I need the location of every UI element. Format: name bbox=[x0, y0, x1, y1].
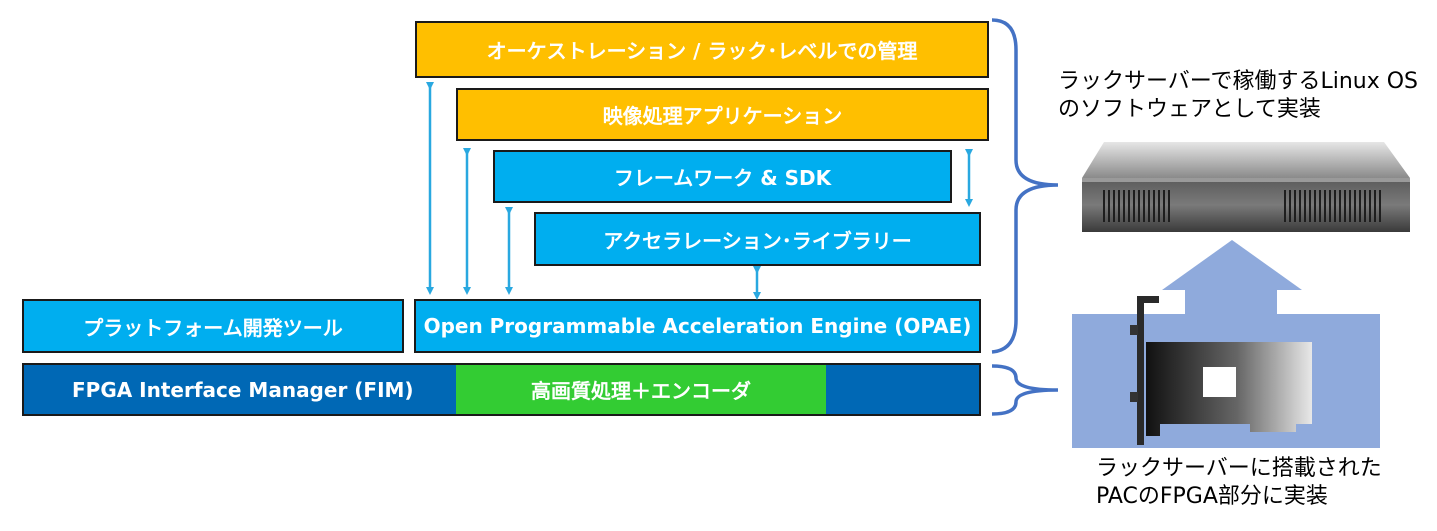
opae-box: Open Programmable Acceleration Engine (O… bbox=[414, 299, 981, 353]
pac-card-icon bbox=[1130, 296, 1312, 445]
platform-tools-label: プラットフォーム開発ツール bbox=[83, 315, 343, 340]
fim-label: FPGA Interface Manager (FIM) bbox=[72, 377, 414, 402]
connector-arrows bbox=[426, 82, 973, 300]
rack-server-icon bbox=[1082, 142, 1410, 232]
fpga-brace bbox=[991, 364, 1059, 416]
server-caption: ラックサーバーで稼働するLinux OS のソフトウェアとして実装 bbox=[1058, 68, 1418, 124]
pac-caption: ラックサーバーに搭載された PACのFPGA部分に実装 bbox=[1096, 455, 1382, 511]
video-app-box: 映像処理アプリケーション bbox=[456, 88, 989, 141]
pac-caption-line1: ラックサーバーに搭載された bbox=[1096, 456, 1382, 481]
server-caption-line1: ラックサーバーで稼働するLinux OS bbox=[1058, 69, 1419, 94]
accel-lib-box: アクセラレーション･ライブラリー bbox=[534, 212, 981, 266]
orchestration-box: オーケストレーション / ラック･レベルでの管理 bbox=[415, 21, 989, 78]
framework-label: フレームワーク & SDK bbox=[613, 166, 832, 190]
encoder-label: 高画質処理＋エンコーダ bbox=[531, 379, 751, 403]
accel-lib-label: アクセラレーション･ライブラリー bbox=[603, 228, 912, 253]
opae-label: Open Programmable Acceleration Engine (O… bbox=[423, 314, 972, 338]
pac-caption-line2: PACのFPGA部分に実装 bbox=[1096, 484, 1328, 509]
server-caption-line2: のソフトウェアとして実装 bbox=[1058, 97, 1321, 122]
framework-box: フレームワーク & SDK bbox=[493, 150, 952, 203]
video-app-label: 映像処理アプリケーション bbox=[602, 104, 843, 128]
software-brace bbox=[991, 18, 1059, 354]
up-arrow-icon bbox=[1162, 240, 1302, 314]
encoder-box: 高画質処理＋エンコーダ bbox=[456, 365, 826, 414]
platform-tools-box: プラットフォーム開発ツール bbox=[22, 299, 404, 353]
orchestration-label: オーケストレーション / ラック･レベルでの管理 bbox=[486, 39, 918, 63]
